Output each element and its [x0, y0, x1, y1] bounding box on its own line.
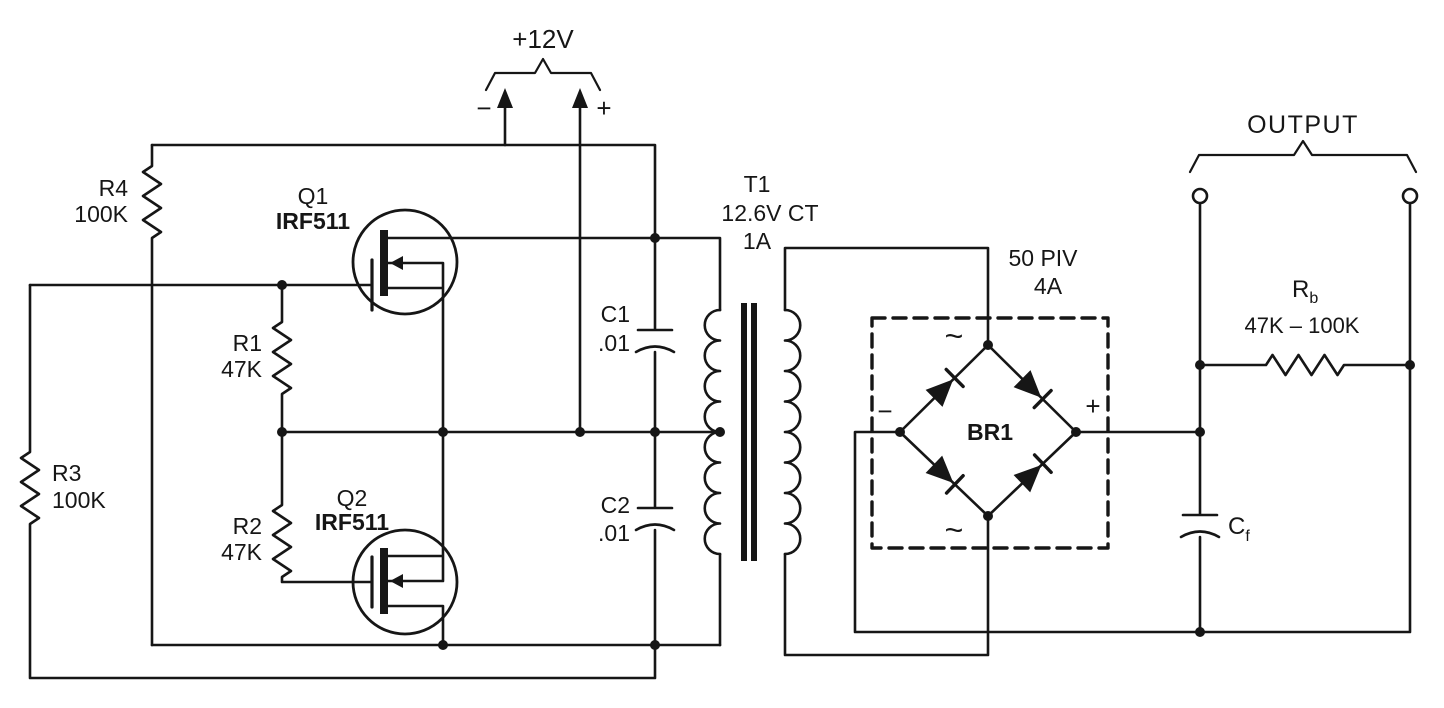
label-rb-ref: Rb — [1292, 276, 1318, 307]
label-br1-rating: 50 PIV — [1008, 245, 1078, 271]
label-r3-value: 100K — [52, 487, 106, 513]
resistor-r4 — [141, 143, 163, 647]
junction-dot — [1405, 360, 1415, 370]
capacitor-cf — [1179, 430, 1221, 634]
junction-dot — [650, 427, 660, 437]
capacitor-c2 — [634, 430, 676, 647]
resistor-r3 — [19, 283, 657, 680]
label-q2-ref: Q2 — [337, 485, 368, 511]
label-rb-value: 47K – 100K — [1245, 313, 1360, 338]
brace-output — [1188, 139, 1418, 174]
label-r4-ref: R4 — [99, 175, 129, 201]
label-supply-voltage: +12V — [512, 24, 574, 54]
label-r4-value: 100K — [74, 201, 128, 227]
q1-source-substrate-taps — [382, 261, 445, 434]
mosfet-q1 — [351, 208, 459, 434]
resistor-r2-q2-gate — [271, 430, 374, 584]
resistor-rb — [1198, 353, 1412, 377]
output-terminal-left — [1191, 187, 1209, 205]
junction-dot — [1195, 627, 1205, 637]
q2-body-circle — [351, 528, 459, 636]
label-c2-ref: C2 — [601, 492, 630, 518]
transformer-core — [741, 303, 757, 561]
bridge-dashed-box — [870, 316, 1110, 550]
label-t1-current: 1A — [743, 228, 772, 254]
label-br1-neg: − — [877, 396, 892, 426]
junction-dot — [575, 427, 585, 437]
diode-top-right — [1013, 370, 1053, 410]
junction-dot — [438, 640, 448, 650]
label-br1-ac-top: ~ — [945, 318, 964, 354]
q2-substrate-arrow — [390, 574, 403, 588]
label-c1-ref: C1 — [601, 301, 630, 327]
wire-secondary-bottom — [783, 514, 990, 657]
junction-dot — [895, 427, 905, 437]
diode-left-top — [925, 367, 965, 407]
label-br1-pos: + — [1085, 391, 1100, 421]
junction-dot — [1195, 360, 1205, 370]
labels: +12V − + R4 100K Q1 IRF511 R1 47K R3 100… — [52, 24, 1360, 565]
label-br1-ref: BR1 — [967, 419, 1013, 445]
junction-dot — [1195, 427, 1205, 437]
junction-dot — [983, 511, 993, 521]
core-bar-left — [741, 303, 747, 561]
label-q2-part: IRF511 — [315, 509, 389, 535]
pos-supply-arrowhead — [572, 88, 588, 108]
label-c2-value: .01 — [598, 520, 630, 546]
junction-dot — [277, 280, 287, 290]
junction-dot — [650, 640, 660, 650]
mosfet-q2 — [351, 430, 459, 647]
resistor-r1 — [271, 283, 293, 434]
junction-dot — [277, 427, 287, 437]
brace-supply — [484, 57, 602, 92]
label-r3-ref: R3 — [52, 460, 81, 486]
coil-secondary — [783, 308, 802, 556]
label-r1-ref: R1 — [233, 330, 262, 356]
label-q1-ref: Q1 — [298, 183, 329, 209]
diode-bottom-right — [1013, 453, 1053, 493]
wire-q1-drain — [382, 236, 722, 312]
junction-dots — [277, 233, 1415, 650]
q2-drain-tap — [382, 604, 445, 647]
label-t1-rating: 12.6V CT — [721, 200, 818, 226]
junction-dot — [438, 427, 448, 437]
neg-supply-arrowhead — [497, 88, 513, 108]
label-cf-ref: Cf — [1228, 513, 1250, 545]
label-supply-pos: + — [596, 93, 611, 123]
label-r2-ref: R2 — [233, 513, 262, 539]
q1-substrate-arrow — [390, 256, 403, 270]
diode-left-bottom — [925, 455, 965, 495]
wire-top-rail — [150, 143, 657, 240]
junction-dot — [983, 340, 993, 350]
label-q1-part: IRF511 — [276, 208, 350, 234]
q2-source-substrate-taps — [382, 430, 445, 583]
wire-secondary-top — [783, 246, 990, 347]
q1-body-circle — [351, 208, 459, 316]
junction-dot — [715, 427, 725, 437]
label-r2-value: 47K — [221, 539, 263, 565]
label-br1-current: 4A — [1034, 273, 1063, 299]
capacitor-c1 — [634, 236, 676, 434]
junction-dot — [1071, 427, 1081, 437]
wire-dc-negative — [853, 201, 1412, 634]
core-bar-right — [751, 303, 757, 561]
junction-dot — [650, 233, 660, 243]
label-r1-value: 47K — [221, 356, 263, 382]
label-t1-ref: T1 — [744, 171, 771, 197]
output-terminal-right — [1401, 187, 1419, 205]
label-output: OUTPUT — [1247, 111, 1359, 139]
label-supply-neg: − — [476, 93, 491, 123]
label-c1-value: .01 — [598, 330, 630, 356]
label-br1-ac-bottom: ~ — [945, 512, 964, 548]
